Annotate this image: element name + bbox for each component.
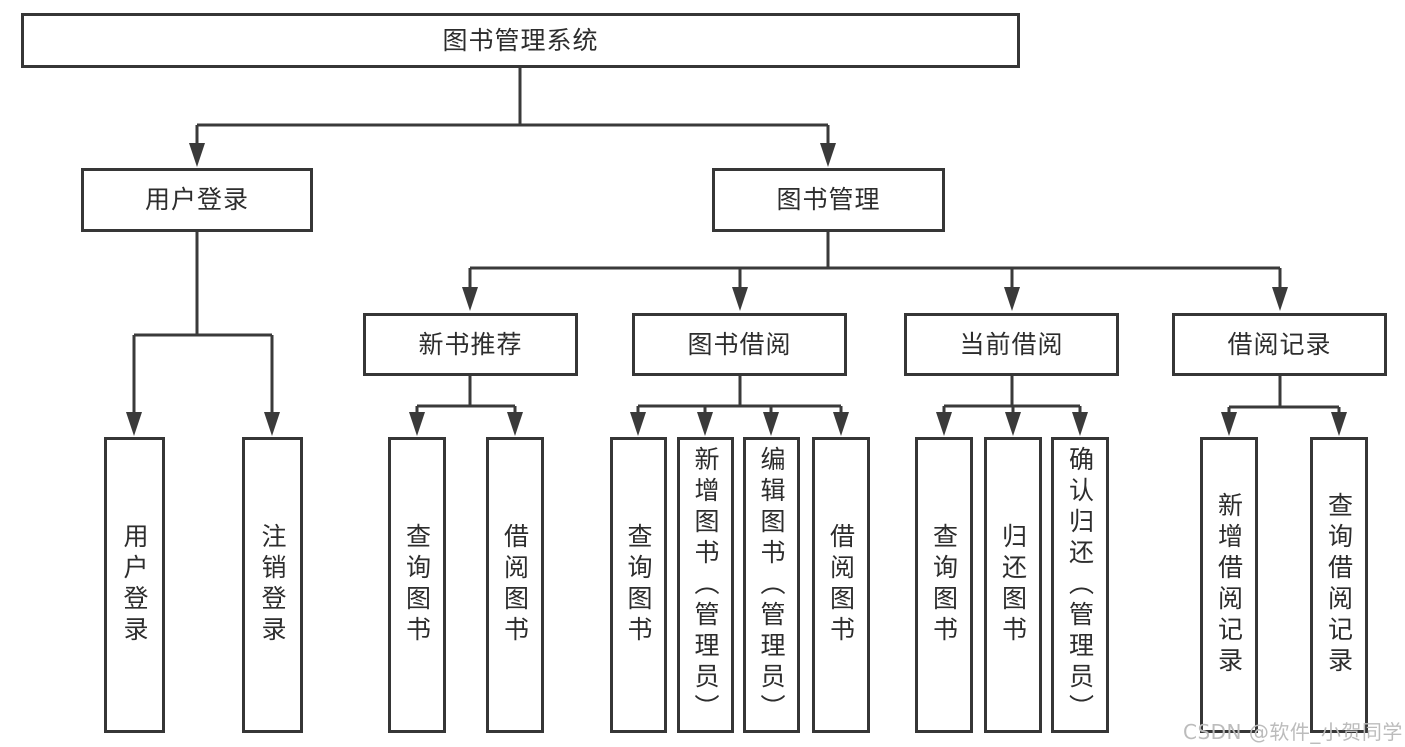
node-query-books-recommend: 查询图书 <box>388 437 446 733</box>
node-book-management: 图书管理 <box>712 168 945 232</box>
node-borrowing-records-label: 借阅记录 <box>1227 329 1332 359</box>
node-user-login-leaf-label: 用户登录 <box>120 523 149 647</box>
node-new-book-recommend-label: 新书推荐 <box>418 329 523 359</box>
node-root: 图书管理系统 <box>21 13 1020 68</box>
node-current-borrowing: 当前借阅 <box>904 313 1119 376</box>
node-user-login-label: 用户登录 <box>144 185 249 214</box>
node-user-login: 用户登录 <box>81 168 313 232</box>
node-add-book-admin: 新增图书（管理员） <box>677 437 734 733</box>
node-book-borrowing-label: 图书借阅 <box>687 329 792 359</box>
node-root-label: 图书管理系统 <box>442 25 599 55</box>
node-query-borrow-record-label: 查询借阅记录 <box>1324 492 1354 678</box>
node-book-management-label: 图书管理 <box>776 185 881 214</box>
node-add-borrow-record: 新增借阅记录 <box>1200 437 1258 733</box>
node-query-books-current-label: 查询图书 <box>929 523 959 647</box>
node-query-books-borrowing: 查询图书 <box>610 437 667 733</box>
node-query-borrow-record: 查询借阅记录 <box>1310 437 1368 733</box>
node-add-borrow-record-label: 新增借阅记录 <box>1214 492 1244 678</box>
node-confirm-return-admin-label: 确认归还（管理员） <box>1065 445 1095 725</box>
node-edit-book-admin-label: 编辑图书（管理员） <box>757 445 786 725</box>
node-new-book-recommend: 新书推荐 <box>363 313 578 376</box>
node-add-book-admin-label: 新增图书（管理员） <box>691 445 720 725</box>
node-return-book: 归还图书 <box>984 437 1042 733</box>
node-logout: 注销登录 <box>242 437 303 733</box>
node-user-login-leaf: 用户登录 <box>104 437 165 733</box>
node-borrow-books-recommend-label: 借阅图书 <box>500 523 530 647</box>
node-borrowing-records: 借阅记录 <box>1172 313 1387 376</box>
node-return-book-label: 归还图书 <box>998 523 1028 647</box>
arrowheads <box>126 143 1347 436</box>
node-borrow-books-recommend: 借阅图书 <box>486 437 544 733</box>
node-query-books-current: 查询图书 <box>915 437 973 733</box>
node-book-borrowing: 图书借阅 <box>632 313 847 376</box>
node-borrow-books-borrowing-label: 借阅图书 <box>826 523 856 647</box>
node-query-books-borrowing-label: 查询图书 <box>624 523 653 647</box>
node-edit-book-admin: 编辑图书（管理员） <box>743 437 800 733</box>
node-borrow-books-borrowing: 借阅图书 <box>812 437 870 733</box>
node-logout-label: 注销登录 <box>258 523 287 647</box>
node-confirm-return-admin: 确认归还（管理员） <box>1051 437 1109 733</box>
node-current-borrowing-label: 当前借阅 <box>959 329 1064 359</box>
node-query-books-recommend-label: 查询图书 <box>402 523 432 647</box>
watermark: CSDN @软件_小贺同学 <box>1183 720 1403 744</box>
